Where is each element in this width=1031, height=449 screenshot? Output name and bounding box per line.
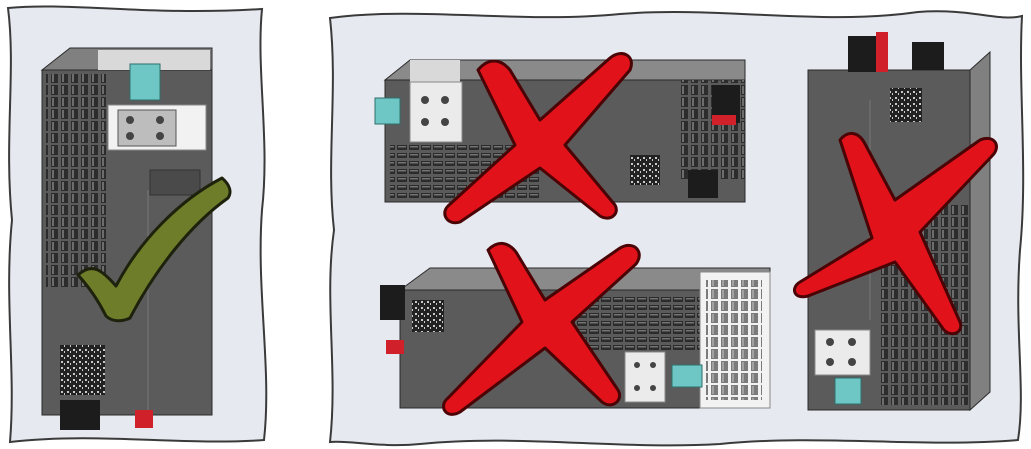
device-upright [42,48,212,430]
